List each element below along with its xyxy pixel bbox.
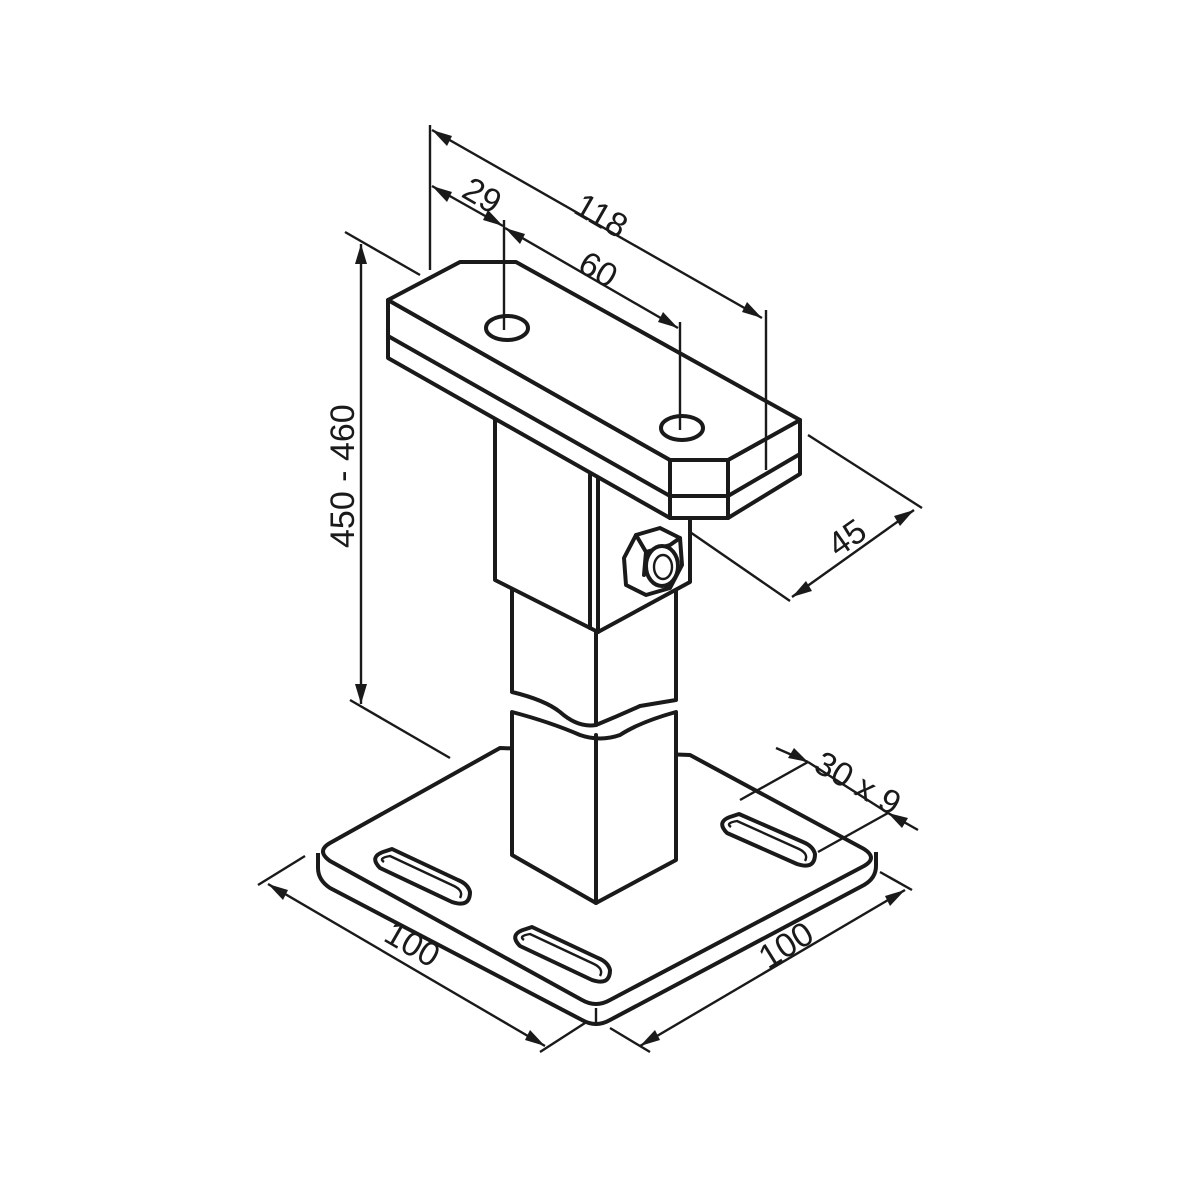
label-60: 60 (572, 244, 624, 296)
lower-square-tube (510, 588, 678, 905)
dimension-height: 450 - 460 (324, 230, 451, 760)
label-29: 29 (456, 170, 508, 222)
slot-left (373, 847, 472, 906)
top-plate (386, 260, 802, 520)
label-450-460: 450 - 460 (324, 404, 362, 548)
slot-right (720, 812, 817, 868)
slot-front (513, 925, 612, 984)
top-plate-hole-1 (484, 314, 530, 342)
label-30x9: 30 x 9 (808, 744, 907, 823)
base-plate-slots (373, 812, 817, 984)
label-118: 118 (568, 186, 634, 246)
top-plate-hole-2 (659, 414, 705, 442)
locking-nut (622, 526, 684, 597)
label-45: 45 (821, 512, 874, 565)
dimension-29: 29 (431, 170, 508, 228)
